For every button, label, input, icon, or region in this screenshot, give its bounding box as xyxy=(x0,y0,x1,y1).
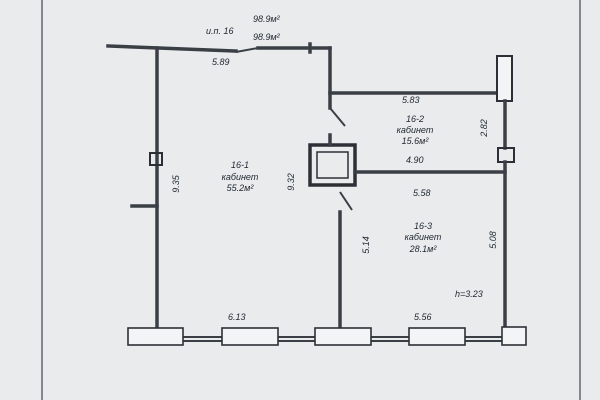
room-3-type: кабинет xyxy=(405,232,442,242)
dim-top-left: 5.89 xyxy=(212,57,230,67)
room-1-area: 55.2м² xyxy=(227,183,255,193)
shaft xyxy=(308,143,357,187)
dim-room2-side: 2.82 xyxy=(479,119,489,138)
dim-bottom-left: 6.13 xyxy=(228,312,246,322)
dim-room2-top: 5.83 xyxy=(402,95,420,105)
dim-center-height: 9.32 xyxy=(286,173,296,191)
column-marker xyxy=(149,152,163,166)
dim-room3-left-height: 5.14 xyxy=(361,236,371,254)
room-3-area: 28.1м² xyxy=(409,244,438,254)
shaft-inner xyxy=(316,151,349,179)
bottom-windows xyxy=(127,326,527,346)
dim-room2-bottom: 4.90 xyxy=(406,155,424,165)
door-swing-upper xyxy=(329,107,346,127)
unit-label: и.п. 16 xyxy=(206,26,233,36)
area-top: 98.9м² xyxy=(253,14,281,24)
room-2-id: 16-2 xyxy=(406,114,424,124)
window-2 xyxy=(221,327,279,346)
dim-bottom-right: 5.56 xyxy=(414,312,432,322)
room-2-type: кабинет xyxy=(397,125,434,135)
door-swing-lower xyxy=(339,191,353,211)
room-1-type: кабинет xyxy=(222,172,259,182)
area-bottom: 98.9м² xyxy=(253,32,281,42)
window-4 xyxy=(408,327,466,346)
dim-room1-height: 9.35 xyxy=(171,174,181,193)
window-1 xyxy=(127,327,184,346)
room-2-area: 15.6м² xyxy=(402,136,430,146)
window-3 xyxy=(314,327,372,346)
window-corner xyxy=(501,326,527,346)
dim-room3-top: 5.58 xyxy=(413,188,431,198)
dim-room3-right-height: 5.08 xyxy=(488,231,498,249)
right-window-top xyxy=(496,55,513,102)
right-column xyxy=(497,147,515,163)
sheet-frame xyxy=(41,0,581,400)
room-1-id: 16-1 xyxy=(231,160,249,170)
room-3-id: 16-3 xyxy=(414,221,432,231)
top-wall-left xyxy=(106,44,238,53)
ceiling-height: h=3.23 xyxy=(455,289,483,299)
top-wall-gap xyxy=(235,47,259,53)
